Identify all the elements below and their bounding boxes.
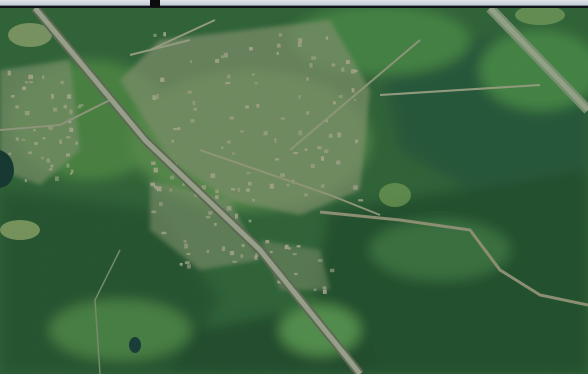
toolbar-strip [0,0,588,6]
toolbar-notch [150,0,160,7]
top-toolbar [0,0,588,8]
